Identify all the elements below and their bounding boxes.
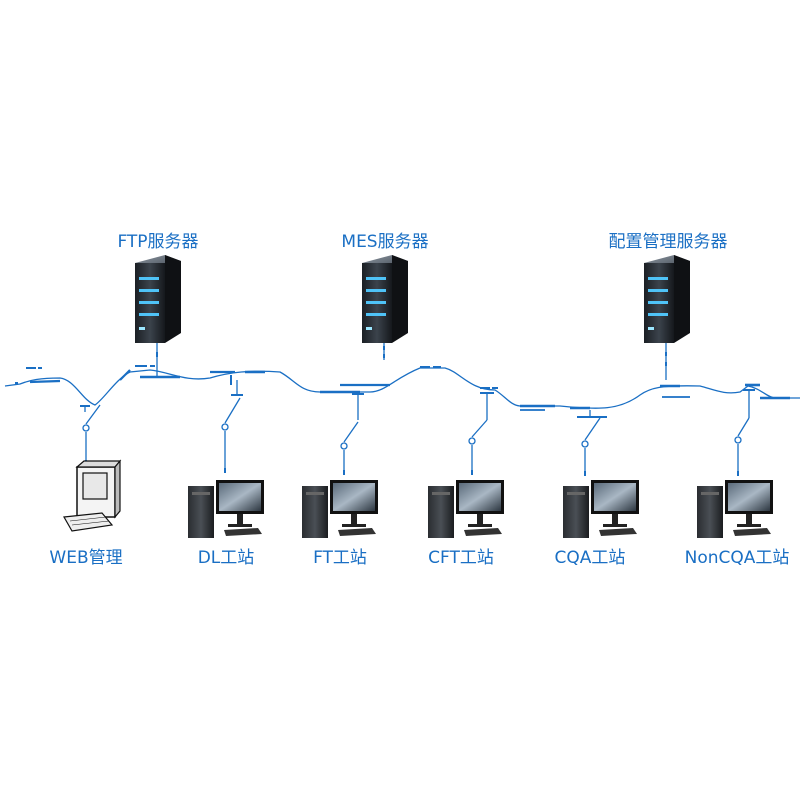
server-drop-dashes <box>156 346 667 366</box>
config-server-label: 配置管理服务器 <box>608 232 728 252</box>
client-drop-lines <box>82 380 750 473</box>
ft-station-label: FT工站 <box>313 548 367 568</box>
network-backbone <box>4 367 800 411</box>
web-client-label: WEB管理 <box>49 548 123 568</box>
config-server-icon <box>644 255 690 343</box>
noncqa-workstation-icon <box>697 480 773 538</box>
cqa-workstation-icon <box>563 480 639 538</box>
client-drop-marks <box>80 389 755 476</box>
cqa-station-label: CQA工站 <box>554 548 626 568</box>
noncqa-station-label: NonCQA工站 <box>684 548 790 568</box>
server-drop-lines <box>156 340 667 380</box>
pc-icon <box>63 459 122 532</box>
ft-workstation-icon <box>302 480 378 538</box>
ftp-server-icon <box>135 255 181 343</box>
dl-station-label: DL工站 <box>197 548 255 568</box>
cft-workstation-icon <box>428 480 504 538</box>
dl-workstation-icon <box>188 480 264 538</box>
mes-server-label: MES服务器 <box>341 232 429 252</box>
network-accents <box>15 365 498 389</box>
cft-station-label: CFT工站 <box>428 548 494 568</box>
mes-server-icon <box>362 255 408 343</box>
ftp-server-label: FTP服务器 <box>117 232 199 252</box>
